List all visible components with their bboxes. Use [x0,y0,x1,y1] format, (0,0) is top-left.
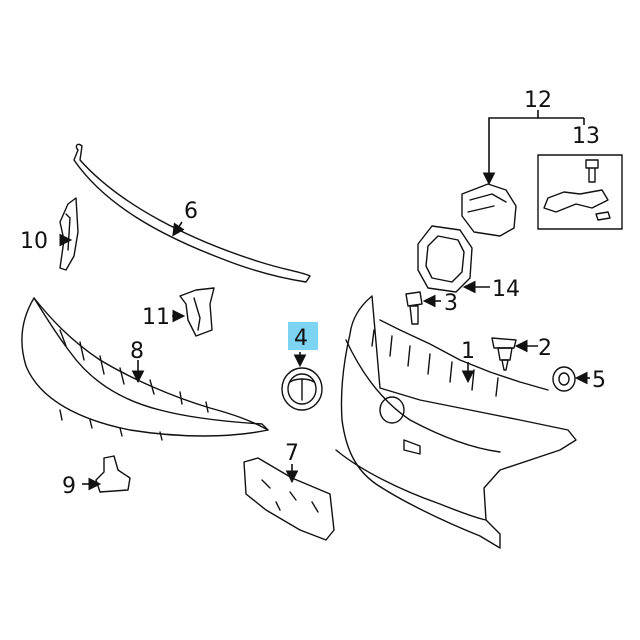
callout-8: 8 [130,339,144,364]
callout-7: 7 [285,441,299,466]
part-3-bolt [405,291,423,325]
part-6-upper-molding [73,143,311,283]
part-9-clip [95,455,131,493]
part-11-bracket [179,287,215,337]
callout-14: 14 [492,277,520,302]
part-12-sensor [461,183,517,237]
callout-5: 5 [592,368,606,393]
callout-2: 2 [538,336,552,361]
callout-1: 1 [461,339,475,364]
callout-4: 4 [294,326,308,351]
part-2-fastener [491,337,517,371]
callout-12: 12 [524,88,552,113]
leader-lines [59,110,590,491]
callout-3: 3 [444,291,458,316]
part-14-frame [417,225,473,293]
callout-6: 6 [184,199,198,224]
part-10-left-bracket [59,197,79,271]
callout-10: 10 [20,229,48,254]
callout-11: 11 [142,305,170,330]
part-13-inset [537,154,623,230]
callout-9: 9 [62,474,76,499]
part-7-retainer [243,457,335,541]
part-1-bumper-cover [335,295,577,549]
callout-13: 13 [572,124,600,149]
part-4-emblem [281,367,323,411]
callout-4-highlight [288,322,318,350]
part-5-grommet [552,366,576,392]
